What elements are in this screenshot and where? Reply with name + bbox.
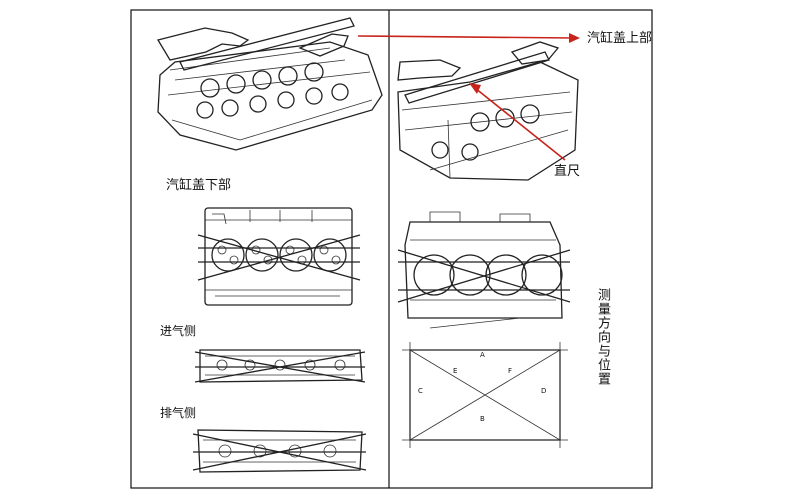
letter-a: A [480,351,485,359]
letter-c: C [418,387,423,395]
letter-b: B [480,415,485,423]
top-right-hand-right [510,41,560,65]
top-left-feeler [298,33,349,57]
letter-d: D [541,387,547,395]
head-lower-plan [197,207,361,306]
letter-f: F [508,367,513,375]
top-left-hand [156,27,250,61]
top-left-head-illustration [156,17,383,151]
intake-side-view [194,349,366,383]
red-arrows [357,33,580,161]
diagonal-f [409,349,561,441]
letter-e: E [453,367,458,375]
label-ruler: 直尺 [554,164,581,179]
top-right-ruler [404,51,550,104]
ruler-arrow-line [474,87,566,161]
direction-schematic [402,342,568,448]
label-measure-direction: 测量方向与位置 [595,288,610,386]
label-head-upper: 汽缸盖上部 [587,31,653,46]
upper-arrow-head [569,33,580,43]
top-left-ruler [179,17,355,71]
ruler-arrow-head [469,83,481,94]
block-deck-plan [397,211,571,329]
label-intake-side: 进气侧 [160,324,197,338]
outer-frame [130,9,653,489]
label-head-lower: 汽缸盖下部 [166,178,232,193]
top-right-hand-left [397,59,462,81]
label-exhaust-side: 排气侧 [160,406,197,420]
upper-arrow-line [357,35,576,39]
top-left-bores [196,62,349,119]
top-right-block-illustration [397,41,579,181]
exhaust-side-view [192,429,367,473]
